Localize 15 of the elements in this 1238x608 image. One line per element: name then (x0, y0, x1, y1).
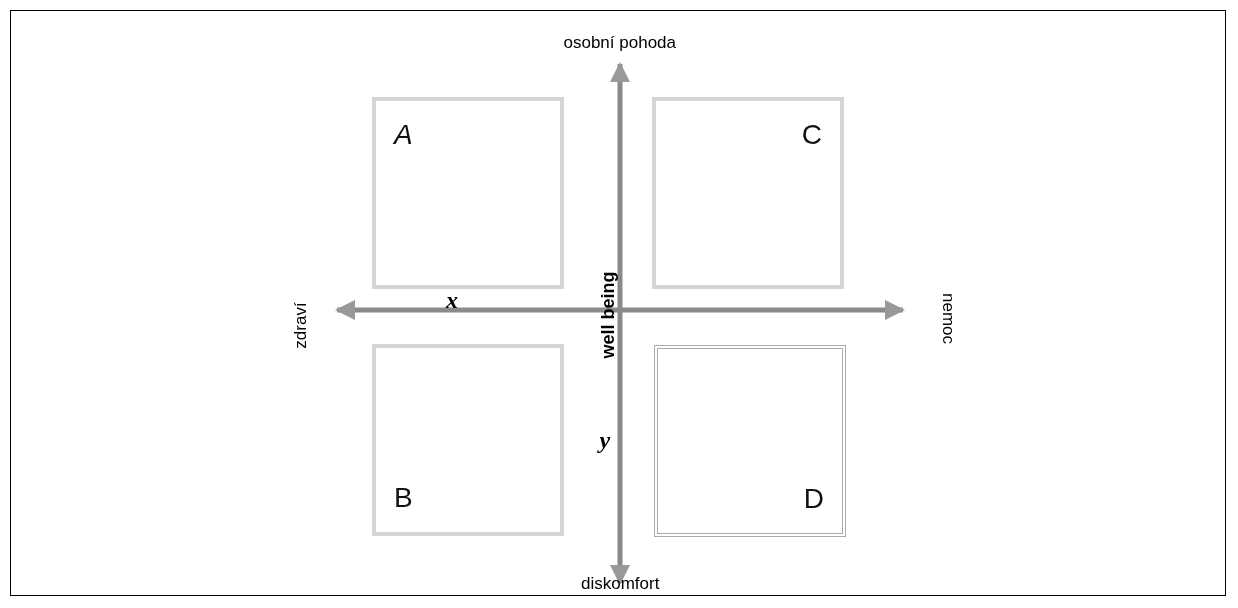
quadrant-box (372, 97, 564, 289)
axis-label: zdraví (291, 301, 309, 349)
quadrant-letter: A (394, 121, 413, 149)
quadrant-box (654, 345, 846, 537)
axis-variable: y (599, 428, 611, 452)
axis-title: well being (598, 271, 616, 359)
quadrant-letter: D (803, 485, 824, 513)
quadrant-box (652, 97, 844, 289)
quadrant-letter: B (394, 484, 413, 512)
quadrant-letter: C (801, 121, 822, 149)
axis-label: nemoc (939, 292, 957, 344)
axis-label: osobní pohoda (563, 33, 676, 51)
quadrant-box (372, 344, 564, 536)
axis-variable: x (446, 288, 458, 312)
axis-label: diskomfort (581, 574, 660, 592)
